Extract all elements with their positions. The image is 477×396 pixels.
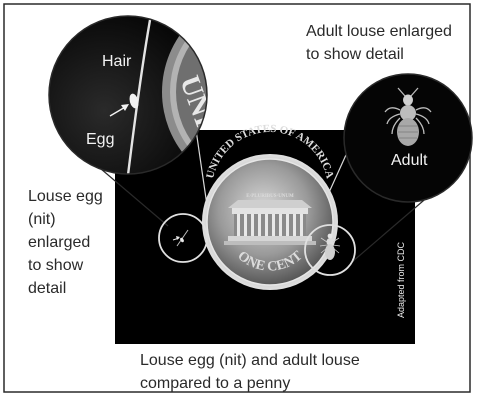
lincoln-memorial <box>224 200 316 245</box>
source-credit: Adapted from CDC <box>396 242 406 318</box>
adult-label: Adult <box>391 150 427 171</box>
hair-label: Hair <box>102 51 131 72</box>
adult-louse-magnified-view <box>344 74 472 202</box>
coin-motto: E·PLURIBUS·UNUM <box>246 194 294 199</box>
nit-caption: Louse egg (nit) enlarged to show detail <box>28 185 108 300</box>
adult-louse-caption: Adult louse enlarged to show detail <box>306 20 456 66</box>
figure-caption: Louse egg (nit) and adult louse compared… <box>140 349 430 395</box>
louse-small-abdomen <box>325 244 335 260</box>
egg-label: Egg <box>86 129 114 150</box>
